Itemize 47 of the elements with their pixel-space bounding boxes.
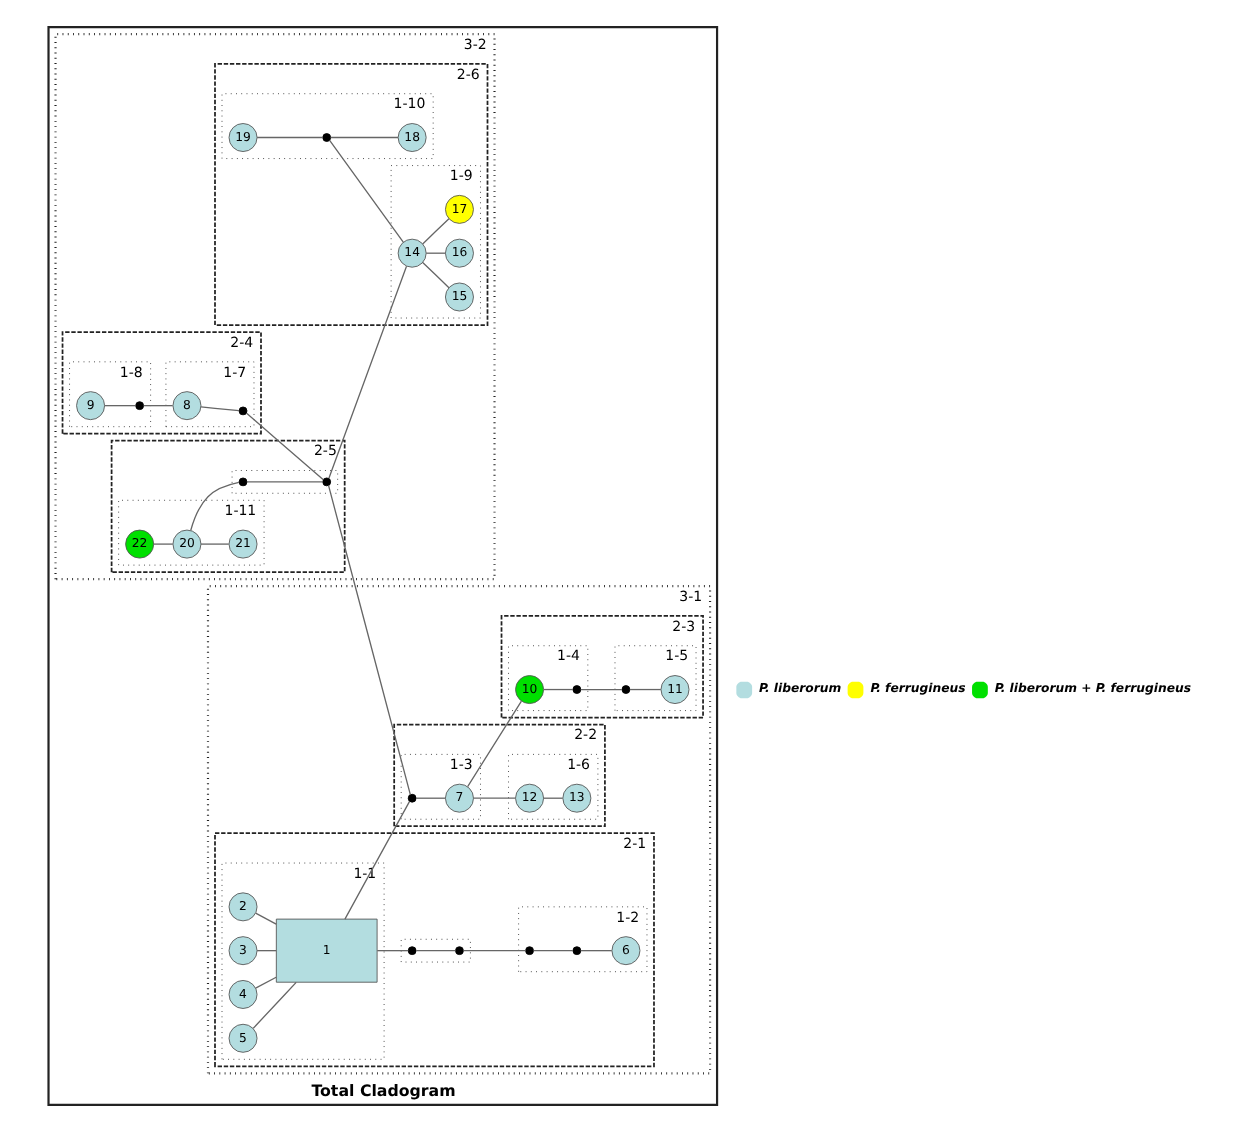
node-circle	[407, 946, 417, 956]
node-circle	[238, 477, 248, 487]
connector	[533, 950, 574, 952]
node-circle	[621, 685, 631, 694]
connector	[255, 976, 277, 989]
connector	[103, 405, 137, 407]
node-circle	[572, 946, 582, 956]
connector	[425, 252, 446, 254]
node-circle	[135, 401, 144, 411]
connector	[200, 406, 240, 412]
connector	[143, 405, 174, 407]
connector	[255, 912, 277, 925]
connector	[153, 543, 174, 545]
node-circle	[238, 406, 248, 416]
cluster	[231, 470, 339, 494]
connector	[200, 543, 230, 545]
connector	[422, 218, 450, 245]
connector	[542, 688, 574, 691]
connector	[376, 950, 409, 952]
connector	[256, 136, 324, 139]
connector	[580, 688, 623, 691]
connector	[422, 261, 450, 289]
connector	[462, 950, 527, 952]
node-circle	[322, 133, 332, 142]
node-circle	[572, 685, 582, 694]
connector	[472, 797, 516, 799]
connector	[246, 481, 324, 483]
connector	[190, 481, 240, 532]
connector	[415, 797, 446, 799]
connector	[629, 688, 662, 691]
connector	[329, 139, 404, 243]
connector	[256, 950, 277, 952]
node-circle	[455, 946, 464, 956]
node-circle	[407, 793, 417, 803]
connector	[542, 797, 564, 799]
connector	[344, 800, 411, 920]
connector	[246, 412, 324, 481]
node-circle	[322, 477, 332, 487]
connector	[580, 950, 613, 952]
connector	[327, 484, 411, 796]
cluster	[400, 938, 471, 963]
connector	[330, 136, 399, 139]
connector	[328, 265, 408, 479]
connector	[252, 981, 297, 1029]
connector	[467, 700, 523, 788]
node-circle	[525, 946, 534, 956]
connector	[415, 950, 456, 952]
